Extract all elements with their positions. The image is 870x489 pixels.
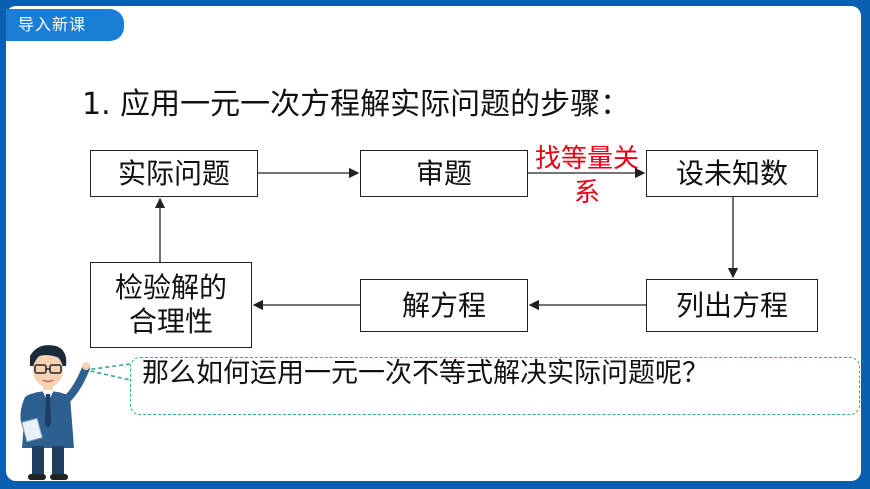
section-tag: 导入新课 — [6, 9, 131, 41]
box-actual-problem: 实际问题 — [90, 150, 258, 197]
speech-bubble — [130, 357, 860, 415]
slide-heading: 1. 应用一元一次方程解实际问题的步骤： — [82, 87, 631, 122]
box-list-equation: 列出方程 — [646, 279, 818, 332]
box-set-unknown: 设未知数 — [646, 150, 818, 197]
slide-frame — [6, 6, 861, 481]
question-text: 那么如何运用一元一次不等式解决实际问题呢？ — [142, 358, 709, 389]
teacher-illustration-icon — [20, 345, 90, 480]
box-verify: 检验解的合理性 — [90, 262, 252, 348]
bubble-pointer — [85, 363, 131, 381]
box-solve-equation: 解方程 — [360, 279, 528, 332]
box-review: 审题 — [360, 150, 528, 197]
find-relation-note: 找等量关系 — [534, 144, 639, 208]
